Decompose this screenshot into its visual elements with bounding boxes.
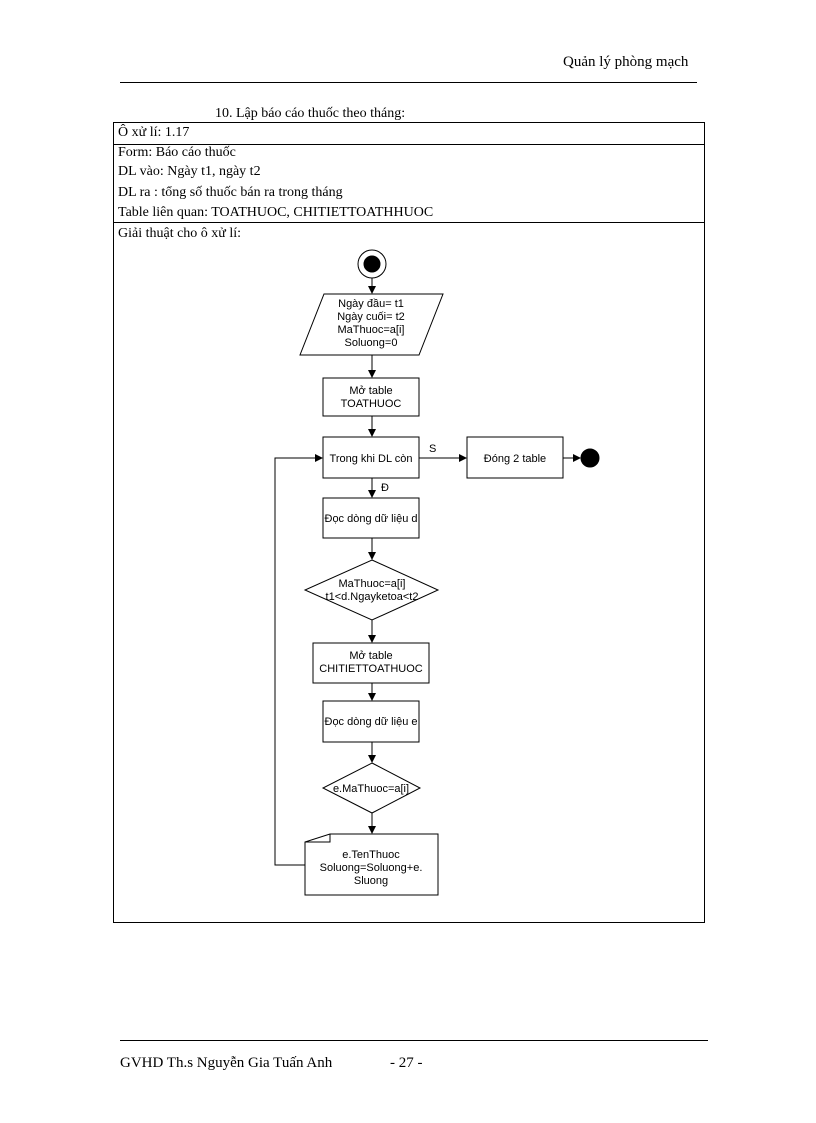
read-d-label: Đọc dòng dữ liệu d xyxy=(325,513,418,525)
init-line: Soluong=0 xyxy=(345,337,398,349)
start-node-dot xyxy=(363,255,381,273)
init-line: Ngày cuối= t2 xyxy=(337,311,405,323)
open-chitiet-line: CHITIETTOATHUOC xyxy=(319,663,423,675)
page-number: - 27 - xyxy=(390,1055,423,1071)
no-branch-label: S xyxy=(429,443,436,455)
output-line: e.TenThuoc xyxy=(342,849,400,861)
open-toathuoc-box xyxy=(322,377,420,417)
yes-branch-label: Đ xyxy=(381,482,389,494)
init-line: MaThuoc=a[i] xyxy=(338,324,405,336)
init-line: Ngày đầu= t1 xyxy=(338,298,404,310)
input-data: DL vào: Ngày t1, ngày t2 xyxy=(118,164,261,179)
open-chitiet-line: Mở table xyxy=(349,650,392,662)
cond1-line: t1<d.Ngayketoa<t2 xyxy=(326,591,419,603)
spec-table xyxy=(113,122,705,923)
open-chitiet-box xyxy=(312,642,430,684)
condition1-diamond xyxy=(303,559,440,621)
table-row-divider xyxy=(113,222,704,223)
end-node xyxy=(580,448,600,468)
open-toathuoc-line: Mở table xyxy=(349,385,392,397)
related-tables: Table liên quan: TOATHUOC, CHITIETTOATHH… xyxy=(118,205,434,220)
close-label: Đóng 2 table xyxy=(484,453,546,465)
read-e-box xyxy=(322,700,420,743)
open-toathuoc-line: TOATHUOC xyxy=(341,398,402,410)
output-line: Soluong=Soluong+e. xyxy=(320,862,423,874)
table-row-divider xyxy=(113,144,704,145)
algorithm-label: Giải thuật cho ô xử lí: xyxy=(118,226,242,241)
output-data: DL ra : tổng số thuốc bán ra trong tháng xyxy=(118,185,343,200)
read-e-label: Đọc dòng dữ liệu e xyxy=(325,716,418,728)
header-title: Quản lý phòng mạch xyxy=(563,54,689,70)
output-note xyxy=(304,833,439,896)
footer-instructor: GVHD Th.s Nguyễn Gia Tuấn Anh xyxy=(120,1055,333,1071)
cond1-line: MaThuoc=a[i] xyxy=(339,578,406,590)
cond2-label: e.MaThuoc=a[i] xyxy=(333,783,409,795)
footer-divider xyxy=(120,1040,708,1041)
read-d-box xyxy=(322,497,420,539)
loop-label: Trong khi DL còn xyxy=(330,453,413,465)
form-name: Form: Báo cáo thuốc xyxy=(118,145,236,160)
header-divider xyxy=(120,82,697,83)
output-line: Sluong xyxy=(354,875,388,887)
loop-back-line xyxy=(274,454,323,866)
section-heading: 10. Lập báo cáo thuốc theo tháng: xyxy=(215,106,406,121)
process-id: Ô xử lí: 1.17 xyxy=(118,125,190,140)
init-parallelogram xyxy=(299,293,444,356)
